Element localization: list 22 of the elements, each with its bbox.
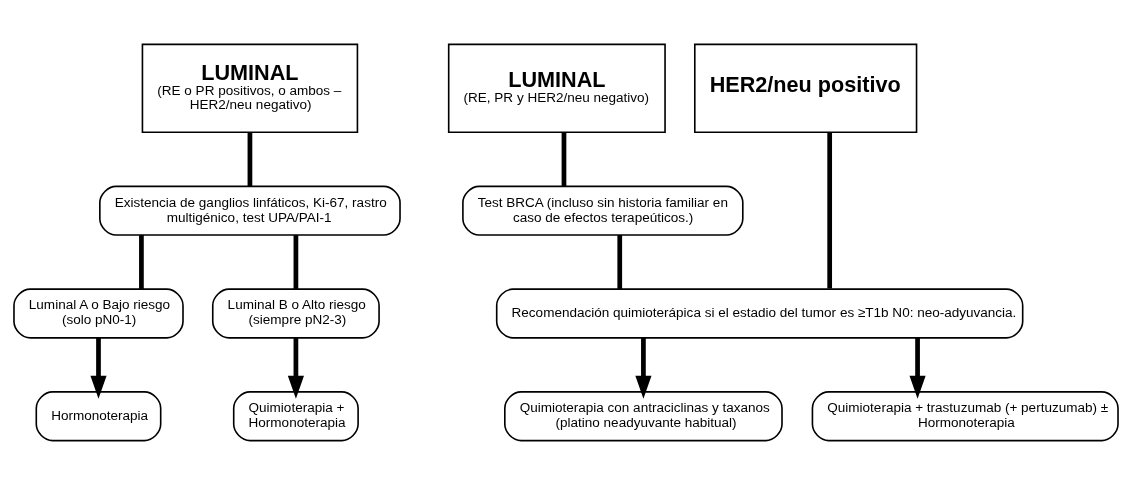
node-box: LUMINAL (RE o PR positivos, o ambos – HER2/neu negativo)	[141, 43, 359, 134]
node-box: Luminal B o Alto riesgo (siempre pN2-3)	[211, 288, 380, 339]
arrow	[909, 337, 926, 399]
node-box: Quimioterapia + Hormonoterapia	[232, 391, 359, 442]
node-box: HER2/neu positivo	[694, 43, 918, 134]
node-box: Luminal A o Bajo riesgo (solo pN0-1)	[13, 288, 184, 339]
node-box: Quimioterapia + trastuzumab (+ pertuzumab) ± Hormonoterapia	[811, 391, 1119, 442]
arrow	[287, 337, 304, 399]
arrow	[90, 337, 107, 399]
connector	[827, 132, 833, 289]
node-box: LUMINAL (RE, PR y HER2/neu negativo)	[447, 43, 666, 134]
connector	[293, 235, 299, 289]
node-box: Recomendación quimioterápica si el estadio del tumor es ≥T1b N0: neo-adyuvancia.	[495, 288, 1024, 339]
node-box: Quimioterapia con antraciclinas y taxanos (platino neadyuvante habitual)	[504, 391, 783, 442]
node-box: Test BRCA (incluso sin historia familiar en caso de efectos terapeúticos.)	[462, 185, 744, 236]
node-box: Hormonoterapia	[35, 391, 162, 442]
connector	[247, 132, 253, 187]
connector	[139, 235, 144, 289]
arrow	[635, 337, 652, 399]
connector	[617, 235, 623, 289]
connector	[561, 132, 567, 187]
node-box: Existencia de ganglios linfáticos, Ki-67, rastro multigénico, test UPA/PAI-1	[99, 185, 401, 236]
